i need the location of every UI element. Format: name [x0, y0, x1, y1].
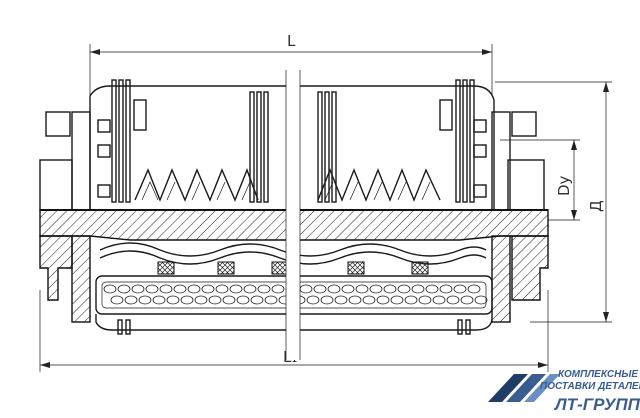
insulation-pellet: [432, 295, 446, 305]
insulation-pellet: [257, 284, 271, 294]
dimension-D: Д: [495, 81, 612, 323]
insulation-pellet: [327, 284, 341, 294]
insulation-pellet: [425, 284, 439, 294]
insulation-pellet: [117, 284, 131, 294]
insulation-pellet: [362, 295, 376, 305]
insulation-pellet: [390, 295, 404, 305]
logo-line2: ПОСТАВКИ ДЕТАЛЕЙ: [540, 379, 640, 392]
insulation-pellet: [460, 295, 474, 305]
insulation-pellet: [369, 284, 383, 294]
insulation-pellet: [397, 284, 411, 294]
insulation-pellet: [215, 284, 229, 294]
insulation-pellet: [341, 284, 355, 294]
insulation-pellet: [194, 295, 208, 305]
insulation-pellet: [348, 295, 362, 305]
insulation-pellet: [467, 284, 481, 294]
ring-bands: [111, 79, 475, 203]
insulation-pellet: [152, 295, 166, 305]
insulation-fill: [103, 284, 488, 305]
insulation-pellet: [320, 295, 334, 305]
insulation-pellet: [411, 284, 425, 294]
insulation-pellet: [418, 295, 432, 305]
dimension-L: L: [89, 32, 493, 96]
insulation-pellet: [264, 295, 278, 305]
insulation-pellet: [187, 284, 201, 294]
insulation-pellet: [404, 295, 418, 305]
dimension-D-label: Д: [587, 200, 605, 212]
insulation-pellet: [334, 295, 348, 305]
insulation-pellet: [376, 295, 390, 305]
insulation-pellet: [180, 295, 194, 305]
spacer-blocks: [157, 261, 429, 275]
logo-brand: ЛТ-ГРУПП: [553, 395, 640, 414]
insulation-pellet: [313, 284, 327, 294]
insulation-pellet: [446, 295, 460, 305]
insulation-pellet: [243, 284, 257, 294]
insulation-pellet: [110, 295, 124, 305]
company-logo: КОМПЛЕКСНЫЕ ПОСТАВКИ ДЕТАЛЕЙ ЛТ-ГРУПП: [488, 369, 640, 414]
insulation-pellet: [159, 284, 173, 294]
logo-line1: КОМПЛЕКСНЫЕ: [558, 369, 638, 380]
insulation-pellet: [453, 284, 467, 294]
insulation-pellet: [229, 284, 243, 294]
insulation-pellet: [103, 284, 117, 294]
insulation-pellet: [299, 284, 313, 294]
dimension-Dy: Dy: [500, 139, 580, 221]
insulation-pellet: [355, 284, 369, 294]
center-break: [285, 70, 301, 360]
insulation-pellet: [208, 295, 222, 305]
insulation-pellet: [138, 295, 152, 305]
dimension-L-label: L: [287, 32, 296, 50]
insulation-pellet: [236, 295, 250, 305]
insulation-pellet: [145, 284, 159, 294]
insulation-pellet: [173, 284, 187, 294]
insulation-pellet: [166, 295, 180, 305]
insulation-pellet: [131, 284, 145, 294]
dimension-Dy-label: Dy: [555, 175, 573, 196]
insulation-pellet: [250, 295, 264, 305]
insulation-pellet: [271, 284, 285, 294]
insulation-pellet: [201, 284, 215, 294]
insulation-pellet: [124, 295, 138, 305]
insulation-pellet: [474, 295, 488, 305]
insulation-pellet: [439, 284, 453, 294]
insulation-pellet: [306, 295, 320, 305]
insulation-pellet: [222, 295, 236, 305]
logo-mark: [488, 374, 560, 402]
insulation-pellet: [383, 284, 397, 294]
